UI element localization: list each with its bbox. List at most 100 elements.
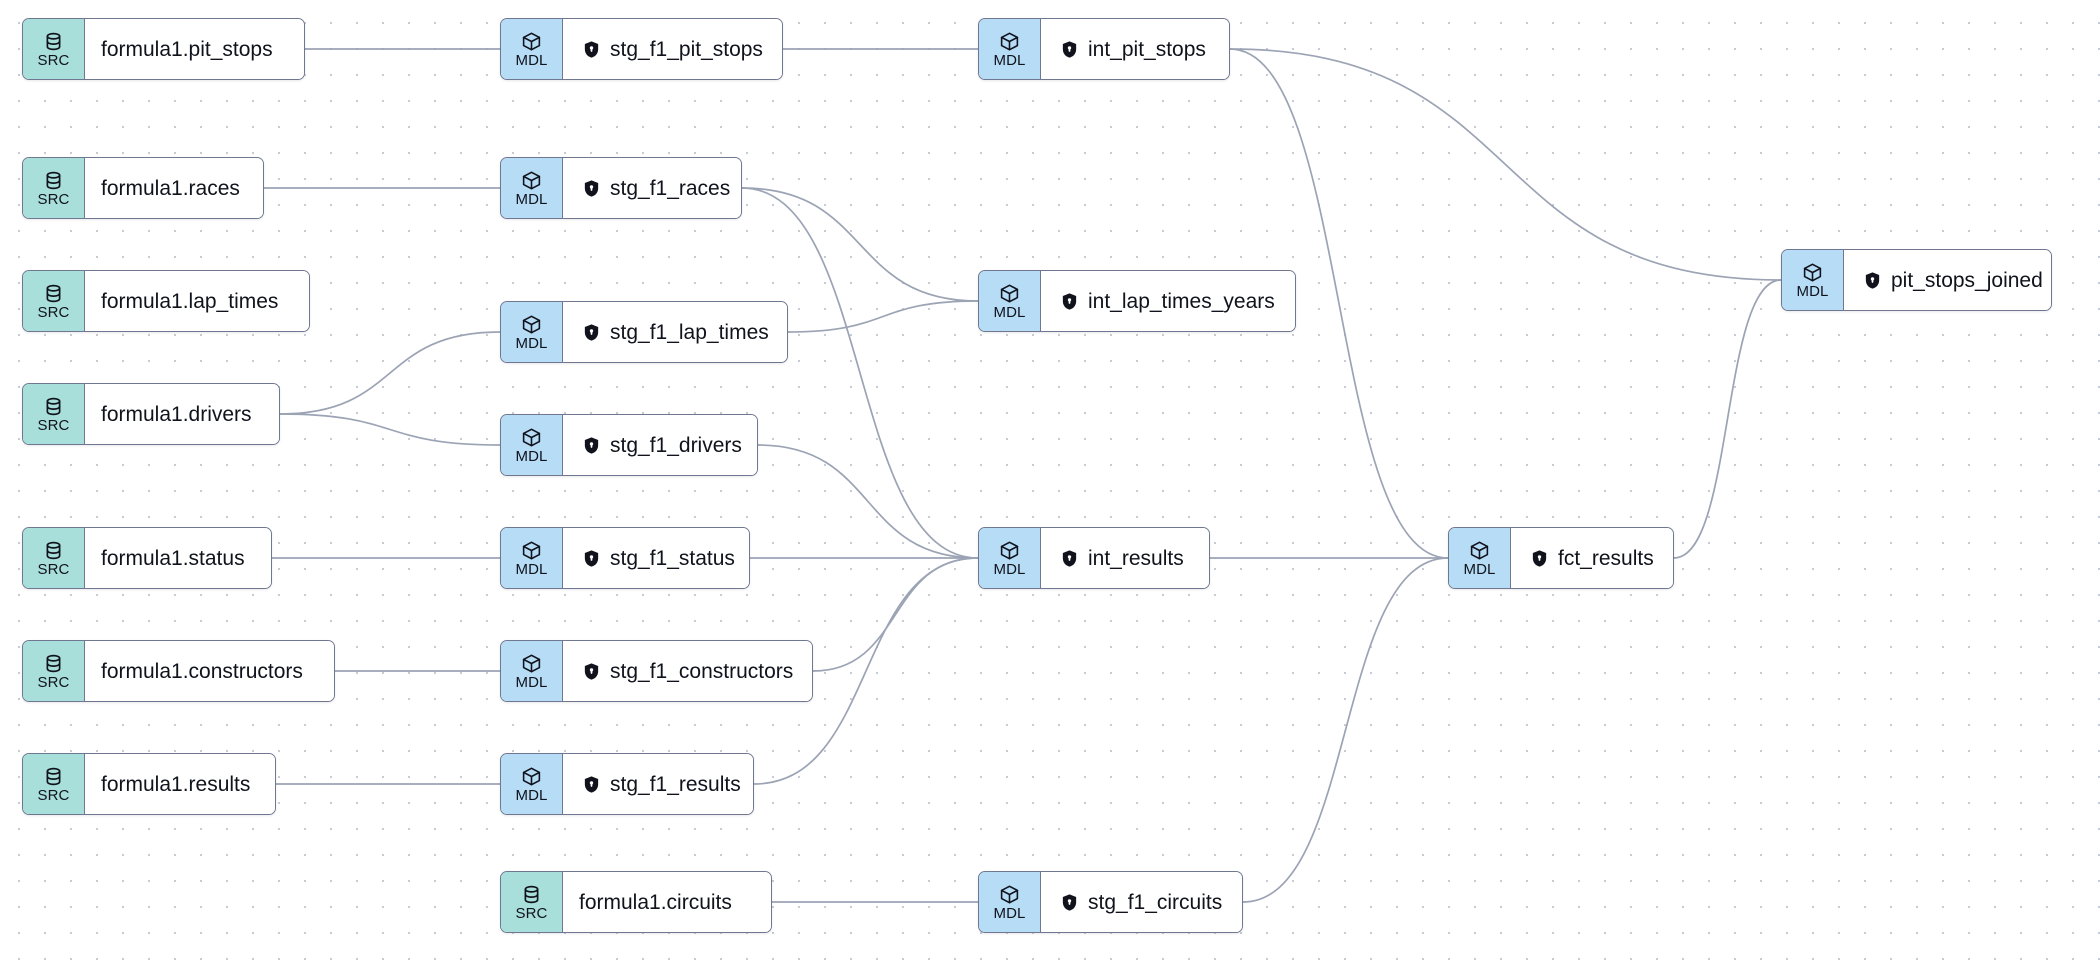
graph-node-src_constructors[interactable]: SRC formula1.constructors bbox=[22, 640, 335, 702]
edge-src_drivers-to-stg_drivers bbox=[279, 413, 501, 446]
shield-lock-icon bbox=[1863, 271, 1882, 290]
node-label: pit_stops_joined bbox=[1891, 268, 2043, 292]
node-label: fct_results bbox=[1558, 546, 1654, 570]
shield-lock-icon bbox=[1060, 549, 1079, 568]
source-badge: SRC bbox=[23, 271, 85, 331]
graph-node-src_status[interactable]: SRC formula1.status bbox=[22, 527, 272, 589]
node-body: formula1.results bbox=[85, 754, 275, 814]
edge-stg_lap_times-to-int_lap_times bbox=[787, 300, 979, 333]
badge-label: MDL bbox=[515, 51, 548, 69]
cube-icon bbox=[521, 766, 542, 787]
graph-node-stg_circuits[interactable]: MDL stg_f1_circuits bbox=[978, 871, 1243, 933]
model-badge: MDL bbox=[979, 528, 1041, 588]
cube-icon bbox=[521, 540, 542, 561]
node-label: formula1.drivers bbox=[101, 402, 252, 426]
graph-node-pit_stops_joined[interactable]: MDL pit_stops_joined bbox=[1781, 249, 2052, 311]
badge-label: SRC bbox=[37, 416, 70, 434]
node-body: pit_stops_joined bbox=[1844, 250, 2051, 310]
node-label: int_lap_times_years bbox=[1088, 289, 1275, 313]
graph-node-src_lap_times[interactable]: SRC formula1.lap_times bbox=[22, 270, 310, 332]
model-badge: MDL bbox=[979, 872, 1041, 932]
graph-node-stg_drivers[interactable]: MDL stg_f1_drivers bbox=[500, 414, 758, 476]
badge-label: MDL bbox=[1796, 282, 1829, 300]
shield-lock-icon bbox=[582, 549, 601, 568]
cube-icon bbox=[521, 653, 542, 674]
node-label: stg_f1_races bbox=[610, 176, 731, 200]
node-body: stg_f1_lap_times bbox=[563, 302, 787, 362]
cube-icon bbox=[521, 31, 542, 52]
source-badge: SRC bbox=[501, 872, 563, 932]
graph-node-src_circuits[interactable]: SRC formula1.circuits bbox=[500, 871, 772, 933]
badge-label: SRC bbox=[37, 786, 70, 804]
edge-int_pit_stops-to-pit_stops_joined bbox=[1229, 48, 1782, 281]
shield-lock-icon bbox=[1060, 893, 1079, 912]
shield-lock-icon bbox=[582, 323, 601, 342]
graph-node-stg_results[interactable]: MDL stg_f1_results bbox=[500, 753, 754, 815]
node-label: formula1.races bbox=[101, 176, 240, 200]
node-body: int_pit_stops bbox=[1041, 19, 1229, 79]
edge-stg_races-to-int_results bbox=[741, 187, 979, 559]
badge-label: MDL bbox=[515, 673, 548, 691]
cube-icon bbox=[999, 283, 1020, 304]
source-badge: SRC bbox=[23, 641, 85, 701]
node-label: formula1.lap_times bbox=[101, 289, 279, 313]
database-icon bbox=[521, 884, 542, 905]
badge-label: MDL bbox=[515, 786, 548, 804]
node-label: int_results bbox=[1088, 546, 1184, 570]
badge-label: MDL bbox=[993, 904, 1026, 922]
model-badge: MDL bbox=[1782, 250, 1844, 310]
graph-node-src_races[interactable]: SRC formula1.races bbox=[22, 157, 264, 219]
model-badge: MDL bbox=[501, 302, 563, 362]
shield-lock-icon bbox=[582, 40, 601, 59]
node-body: formula1.constructors bbox=[85, 641, 334, 701]
shield-lock-icon bbox=[1060, 40, 1079, 59]
badge-label: SRC bbox=[515, 904, 548, 922]
badge-label: SRC bbox=[37, 673, 70, 691]
badge-label: MDL bbox=[515, 334, 548, 352]
graph-node-src_results[interactable]: SRC formula1.results bbox=[22, 753, 276, 815]
graph-node-stg_lap_times[interactable]: MDL stg_f1_lap_times bbox=[500, 301, 788, 363]
database-icon bbox=[43, 653, 64, 674]
node-body: formula1.status bbox=[85, 528, 271, 588]
node-body: formula1.drivers bbox=[85, 384, 279, 444]
source-badge: SRC bbox=[23, 158, 85, 218]
node-label: stg_f1_pit_stops bbox=[610, 37, 763, 61]
database-icon bbox=[43, 31, 64, 52]
node-label: stg_f1_results bbox=[610, 772, 741, 796]
shield-lock-icon bbox=[582, 775, 601, 794]
graph-node-src_drivers[interactable]: SRC formula1.drivers bbox=[22, 383, 280, 445]
node-body: fct_results bbox=[1511, 528, 1673, 588]
shield-lock-icon bbox=[582, 662, 601, 681]
source-badge: SRC bbox=[23, 528, 85, 588]
node-body: stg_f1_circuits bbox=[1041, 872, 1242, 932]
model-badge: MDL bbox=[501, 641, 563, 701]
graph-node-stg_pit_stops[interactable]: MDL stg_f1_pit_stops bbox=[500, 18, 783, 80]
node-label: stg_f1_drivers bbox=[610, 433, 742, 457]
database-icon bbox=[43, 540, 64, 561]
node-label: formula1.pit_stops bbox=[101, 37, 273, 61]
node-label: formula1.circuits bbox=[579, 890, 732, 914]
node-body: int_results bbox=[1041, 528, 1209, 588]
cube-icon bbox=[521, 170, 542, 191]
badge-label: MDL bbox=[993, 560, 1026, 578]
cube-icon bbox=[521, 427, 542, 448]
node-body: formula1.pit_stops bbox=[85, 19, 304, 79]
node-label: stg_f1_status bbox=[610, 546, 735, 570]
node-body: formula1.circuits bbox=[563, 872, 771, 932]
badge-label: SRC bbox=[37, 560, 70, 578]
node-body: stg_f1_races bbox=[563, 158, 741, 218]
model-badge: MDL bbox=[501, 415, 563, 475]
database-icon bbox=[43, 170, 64, 191]
cube-icon bbox=[999, 884, 1020, 905]
model-badge: MDL bbox=[501, 19, 563, 79]
graph-node-int_results[interactable]: MDL int_results bbox=[978, 527, 1210, 589]
source-badge: SRC bbox=[23, 384, 85, 444]
